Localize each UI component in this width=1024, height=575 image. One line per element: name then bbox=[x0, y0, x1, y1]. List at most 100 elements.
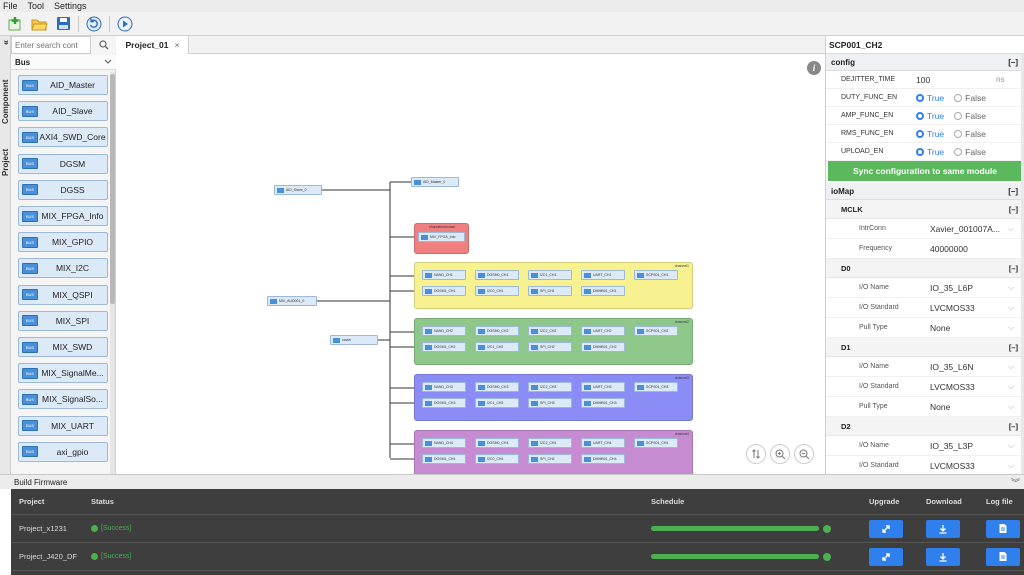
channel-group[interactable]: channel2 bbox=[414, 318, 693, 365]
menu-file[interactable]: File bbox=[3, 1, 18, 11]
search-icon[interactable] bbox=[91, 36, 116, 54]
diagram-node[interactable]: I2C0_CH1 bbox=[475, 286, 519, 296]
collapse-icon[interactable]: [–] bbox=[1008, 204, 1018, 214]
io-name-select[interactable]: IO_35_L6N bbox=[930, 361, 974, 372]
diagram-node[interactable]: xavier bbox=[330, 335, 378, 345]
radio-true[interactable]: True bbox=[916, 111, 944, 121]
config-section-header[interactable]: config [–] bbox=[826, 54, 1024, 71]
channel-group[interactable]: channel1 bbox=[414, 262, 693, 309]
diagram-node[interactable]: I2C2_CH2 bbox=[528, 326, 572, 336]
io-standard-select[interactable]: LVCMOS33 bbox=[930, 460, 975, 471]
diagram-node[interactable]: DGSM0_CH1 bbox=[475, 270, 519, 280]
fit-view-button[interactable] bbox=[746, 444, 766, 464]
diagram-node[interactable]: UART_CH3 bbox=[581, 382, 625, 392]
io-name-select[interactable]: IO_35_L6P bbox=[930, 282, 974, 293]
radio-true[interactable]: True bbox=[916, 129, 944, 139]
diagram-node[interactable]: DGSM0_CH2 bbox=[475, 326, 519, 336]
logfile-button[interactable] bbox=[986, 547, 1020, 566]
tab-project-01[interactable]: Project_01 × bbox=[117, 36, 189, 54]
diagram-node[interactable]: DMMB01_CH4 bbox=[581, 454, 625, 464]
collapse-left-icon[interactable]: « bbox=[0, 39, 11, 45]
diagram-node[interactable]: I2C1_CH2 bbox=[475, 342, 519, 352]
io-standard-select[interactable]: LVCMOS33 bbox=[930, 381, 975, 392]
radio-false[interactable]: False bbox=[954, 147, 986, 157]
scrollbar[interactable] bbox=[110, 72, 115, 474]
diagram-node[interactable]: I2C1_CH3 bbox=[475, 398, 519, 408]
radio-false[interactable]: False bbox=[954, 93, 986, 103]
diagram-node[interactable]: UART_CH2 bbox=[581, 326, 625, 336]
collapse-icon[interactable]: [–] bbox=[1008, 263, 1018, 273]
diagram-node[interactable]: NAND_CH2 bbox=[422, 326, 466, 336]
diagram-node[interactable]: I2C2_CH3 bbox=[528, 382, 572, 392]
run-icon[interactable] bbox=[116, 15, 134, 33]
diagram-node[interactable]: SCPS01_CH2 bbox=[634, 326, 678, 336]
diagram-node[interactable]: SPI_CH2 bbox=[528, 342, 572, 352]
menu-tool[interactable]: Tool bbox=[27, 1, 45, 11]
diagram-node[interactable]: AID_Master_0 bbox=[411, 177, 459, 187]
tab-project[interactable]: Project bbox=[1, 148, 10, 176]
pull-type-select[interactable]: None bbox=[930, 401, 951, 412]
open-folder-icon[interactable] bbox=[30, 15, 48, 33]
dejitter-value[interactable]: 100 bbox=[916, 74, 931, 85]
diagram-node[interactable]: AID_Slave_0 bbox=[274, 185, 322, 195]
diagram-node[interactable]: DGSM1_CH1 bbox=[422, 286, 466, 296]
diagram-node[interactable]: SCPS01_CH3 bbox=[634, 382, 678, 392]
pull-type-select[interactable]: None bbox=[930, 322, 951, 333]
build-firmware-header[interactable]: Build Firmware ︾ bbox=[0, 474, 1024, 489]
diagram-node[interactable]: DMMB01_CH1 bbox=[581, 286, 625, 296]
close-icon[interactable]: × bbox=[174, 40, 180, 50]
collapse-icon[interactable]: [–] bbox=[1008, 342, 1018, 352]
intrconn-select[interactable]: Xavier_001007A... bbox=[930, 223, 1000, 234]
category-dropdown[interactable]: Bus bbox=[11, 55, 116, 70]
diagram-node[interactable]: MIX_AUD001_0 bbox=[267, 296, 317, 306]
io-group-mclk[interactable]: MCLK [–] bbox=[826, 200, 1024, 219]
diagram-node[interactable]: NAND_CH4 bbox=[422, 438, 466, 448]
search-input[interactable] bbox=[11, 36, 91, 54]
menu-settings[interactable]: Settings bbox=[54, 1, 87, 11]
info-icon[interactable]: i bbox=[807, 61, 821, 75]
diagram-node[interactable]: NAND_CH3 bbox=[422, 382, 466, 392]
zoom-out-button[interactable] bbox=[794, 444, 814, 464]
channel-group[interactable]: channel4 bbox=[414, 430, 693, 474]
diagram-node[interactable]: I2C2_CH4 bbox=[528, 438, 572, 448]
frequency-value[interactable]: 40000000 bbox=[930, 243, 968, 254]
diagram-node[interactable]: DGSM0_CH4 bbox=[475, 438, 519, 448]
collapse-icon[interactable]: [–] bbox=[1008, 421, 1018, 431]
zoom-in-button[interactable] bbox=[770, 444, 790, 464]
diagram-node[interactable]: DGSM1_CH4 bbox=[422, 454, 466, 464]
scrollbar[interactable] bbox=[1021, 54, 1024, 474]
diagram-node[interactable]: UART_CH1 bbox=[581, 270, 625, 280]
upgrade-button[interactable] bbox=[869, 519, 903, 538]
diagram-node[interactable]: SPI_CH1 bbox=[528, 286, 572, 296]
download-button[interactable] bbox=[926, 519, 960, 538]
diagram-node[interactable]: SCPS01_CH4 bbox=[634, 438, 678, 448]
radio-true[interactable]: True bbox=[916, 147, 944, 157]
diagram-node[interactable]: DGSM1_CH2 bbox=[422, 342, 466, 352]
add-icon[interactable] bbox=[6, 15, 24, 33]
collapse-icon[interactable]: [–] bbox=[1008, 57, 1018, 67]
radio-false[interactable]: False bbox=[954, 111, 986, 121]
diagram-node[interactable]: DGSM1_CH3 bbox=[422, 398, 466, 408]
upgrade-button[interactable] bbox=[869, 547, 903, 566]
refresh-icon[interactable] bbox=[85, 15, 103, 33]
radio-true[interactable]: True bbox=[916, 93, 944, 103]
collapse-down-icon[interactable]: ︾ bbox=[1010, 477, 1020, 488]
diagram-node[interactable]: MIX_FPGA_Info bbox=[418, 232, 465, 242]
diagram-node[interactable]: I2C0_CH4 bbox=[475, 454, 519, 464]
io-standard-select[interactable]: LVCMOS33 bbox=[930, 302, 975, 313]
save-icon[interactable] bbox=[54, 15, 72, 33]
logfile-button[interactable] bbox=[986, 519, 1020, 538]
io-group-d0[interactable]: D0[–] bbox=[826, 259, 1024, 278]
